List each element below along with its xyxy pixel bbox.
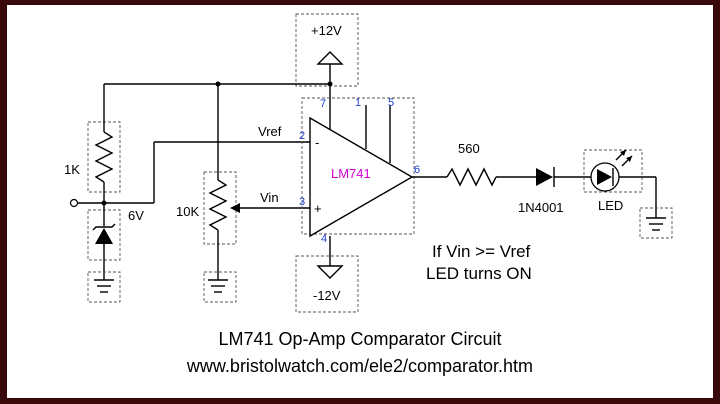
- potentiometer-label: 10K: [176, 204, 199, 219]
- supply-negative-label: -12V: [313, 288, 341, 303]
- vin-terminal: [69, 198, 79, 208]
- pin-3-label: 3: [299, 196, 305, 208]
- supply-negative-symbol: -12V: [295, 255, 359, 313]
- diode-label: 1N4001: [518, 200, 564, 215]
- vref-label: Vref: [258, 124, 282, 139]
- resistor-560: 560: [412, 141, 536, 187]
- ground-symbol-right: [639, 207, 673, 239]
- pin-2-label: 2: [299, 130, 305, 142]
- opamp-label: LM741: [331, 166, 371, 181]
- zener-voltage-label: 6V: [128, 208, 144, 223]
- pin-5-label: 5: [388, 97, 394, 109]
- led-symbol: LED: [583, 149, 657, 218]
- opamp-lm741: 7 1 5 2 3 4 6 - + LM741: [299, 97, 420, 262]
- potentiometer-10k: 10K: [176, 84, 310, 280]
- pin-1-label: 1: [355, 97, 361, 109]
- vin-label: Vin: [260, 190, 279, 205]
- noninverting-input-sign: +: [314, 201, 322, 216]
- ground-symbol-left: [87, 271, 121, 303]
- inverting-input-sign: -: [315, 135, 319, 150]
- note-line-2: LED turns ON: [426, 264, 532, 283]
- diode-1n4001: 1N4001: [518, 167, 592, 215]
- note-line-1: If Vin >= Vref: [432, 242, 531, 261]
- pin-4-label: 4: [321, 233, 327, 245]
- pin-6-label: 6: [414, 164, 420, 176]
- supply-positive-symbol: +12V: [295, 13, 359, 87]
- ground-symbol-pot: [203, 271, 237, 303]
- led-label: LED: [598, 198, 623, 213]
- supply-positive-label: +12V: [311, 23, 342, 38]
- resistor-1k-label: 1K: [64, 162, 80, 177]
- resistor-560-label: 560: [458, 141, 480, 156]
- pin-7-label: 7: [320, 98, 326, 110]
- caption-url: www.bristolwatch.com/ele2/comparator.htm: [186, 356, 533, 376]
- zener-diode: 6V: [87, 203, 144, 280]
- caption-title: LM741 Op-Amp Comparator Circuit: [218, 329, 501, 349]
- resistor-1k: 1K: [64, 84, 121, 203]
